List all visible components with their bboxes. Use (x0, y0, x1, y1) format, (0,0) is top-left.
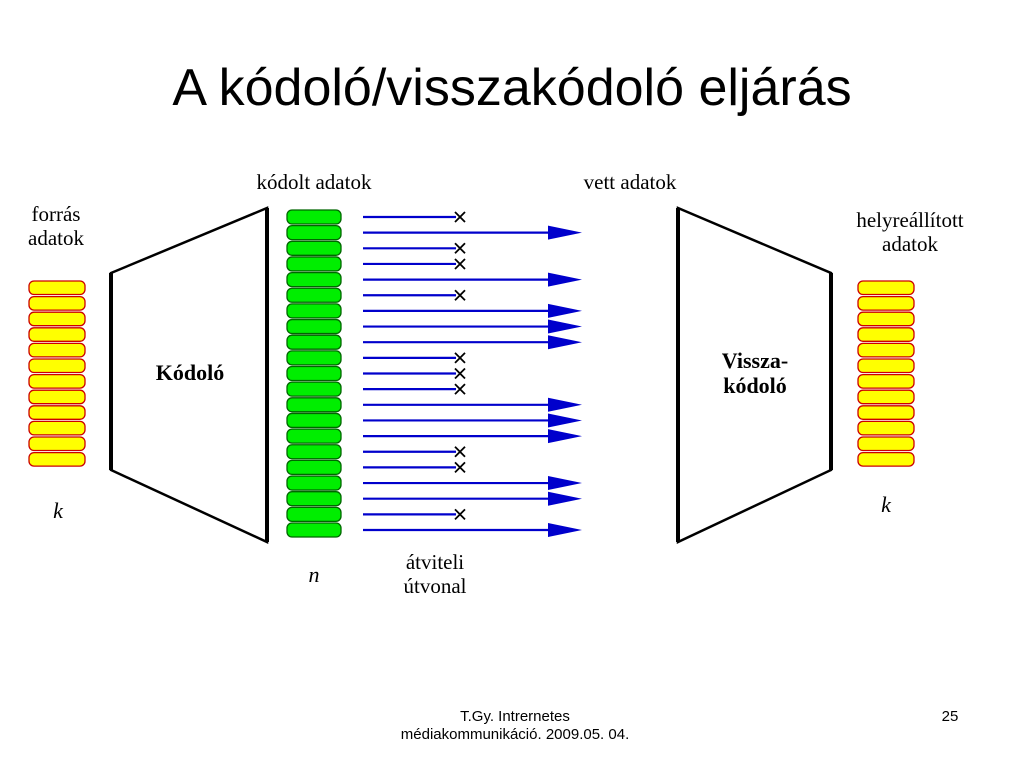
received-path-arrowhead (548, 225, 582, 240)
encoded-data-block (286, 256, 342, 272)
lost-path-x-mark (454, 352, 466, 364)
lost-path-x-mark (454, 367, 466, 380)
encoded-data-stack (286, 209, 342, 538)
encoded-data-block (286, 240, 342, 256)
restored-data-block (857, 327, 915, 342)
encoded-data-block (286, 428, 342, 444)
encoded-data-label: kódolt adatok (256, 170, 372, 194)
encoded-data-block (286, 459, 342, 476)
encoded-data-block (286, 381, 342, 397)
source-data-block (28, 451, 86, 467)
lost-path-x-mark (454, 508, 466, 520)
received-path-arrowhead (548, 319, 582, 334)
lost-path-x-mark (454, 211, 466, 223)
restored-data-block (857, 451, 915, 467)
encoded-data-block (286, 318, 342, 335)
encoded-data-block (286, 506, 342, 523)
received-path-arrowhead (548, 476, 582, 491)
restored-data-label: helyreállított adatok (856, 208, 964, 257)
restored-data-block (857, 436, 915, 452)
received-path-arrowhead (548, 429, 582, 444)
encoded-data-block (286, 475, 342, 491)
n-label: n (308, 562, 320, 587)
received-path-arrowhead (548, 397, 582, 412)
encoded-data-block (286, 334, 342, 350)
lost-path-x-mark (454, 383, 466, 395)
page-number: 25 (941, 708, 959, 725)
lost-path-x-mark (454, 242, 466, 254)
transmission-paths (363, 211, 582, 537)
lost-path-x-mark (454, 461, 466, 474)
encoded-data-block (286, 522, 342, 538)
received-path-arrowhead (548, 335, 582, 350)
channel-label: átviteli útvonal (403, 550, 467, 599)
restored-data-block (857, 280, 915, 296)
lost-path-x-mark (454, 446, 466, 458)
encoded-data-block (286, 491, 342, 507)
received-path-arrowhead (548, 272, 582, 287)
encoded-data-block (286, 271, 342, 288)
encoded-data-block (286, 365, 342, 382)
received-path-arrowhead (548, 303, 582, 318)
k-left-label: k (53, 498, 63, 523)
restored-data-block (857, 311, 915, 327)
received-data-label: vett adatok (583, 170, 677, 194)
restored-data-block (857, 420, 915, 436)
source-data-block (28, 295, 86, 311)
encoded-data-block (286, 397, 342, 413)
restored-data-block (857, 405, 915, 420)
encoded-data-block (286, 412, 342, 429)
restored-data-block (857, 342, 915, 358)
lost-path-x-mark (454, 289, 466, 301)
received-path-arrowhead (548, 413, 582, 428)
encoded-data-block (286, 303, 342, 319)
decoder-label: Vissza- kódoló (721, 348, 789, 399)
source-data-block (28, 311, 86, 327)
encoded-data-block (286, 209, 342, 225)
k-right-label: k (881, 492, 891, 517)
source-data-stack (28, 280, 86, 467)
encoded-data-block (286, 287, 342, 303)
source-data-block (28, 373, 86, 389)
lost-path-x-mark (454, 258, 466, 270)
source-data-block (28, 389, 86, 405)
received-path-arrowhead (548, 523, 582, 537)
source-data-block (28, 327, 86, 342)
source-data-block (28, 405, 86, 420)
restored-data-block (857, 389, 915, 405)
received-path-arrowhead (548, 491, 582, 506)
source-data-block (28, 436, 86, 452)
encoded-data-block (286, 350, 342, 366)
restored-data-block (857, 373, 915, 389)
slide-title: A kódoló/visszakódoló eljárás (172, 59, 852, 117)
encoded-data-block (286, 224, 342, 241)
source-data-block (28, 420, 86, 436)
restored-data-block (857, 358, 915, 374)
footer-text: T.Gy. Intrernetes médiakommunikáció. 200… (400, 708, 630, 743)
encoder-label: Kódoló (155, 360, 225, 385)
source-data-block (28, 358, 86, 374)
source-data-block (28, 342, 86, 358)
encoded-data-block (286, 444, 342, 460)
source-data-label: forrás adatok (28, 202, 84, 251)
source-data-block (28, 280, 86, 296)
restored-data-stack (857, 280, 915, 467)
restored-data-block (857, 295, 915, 311)
